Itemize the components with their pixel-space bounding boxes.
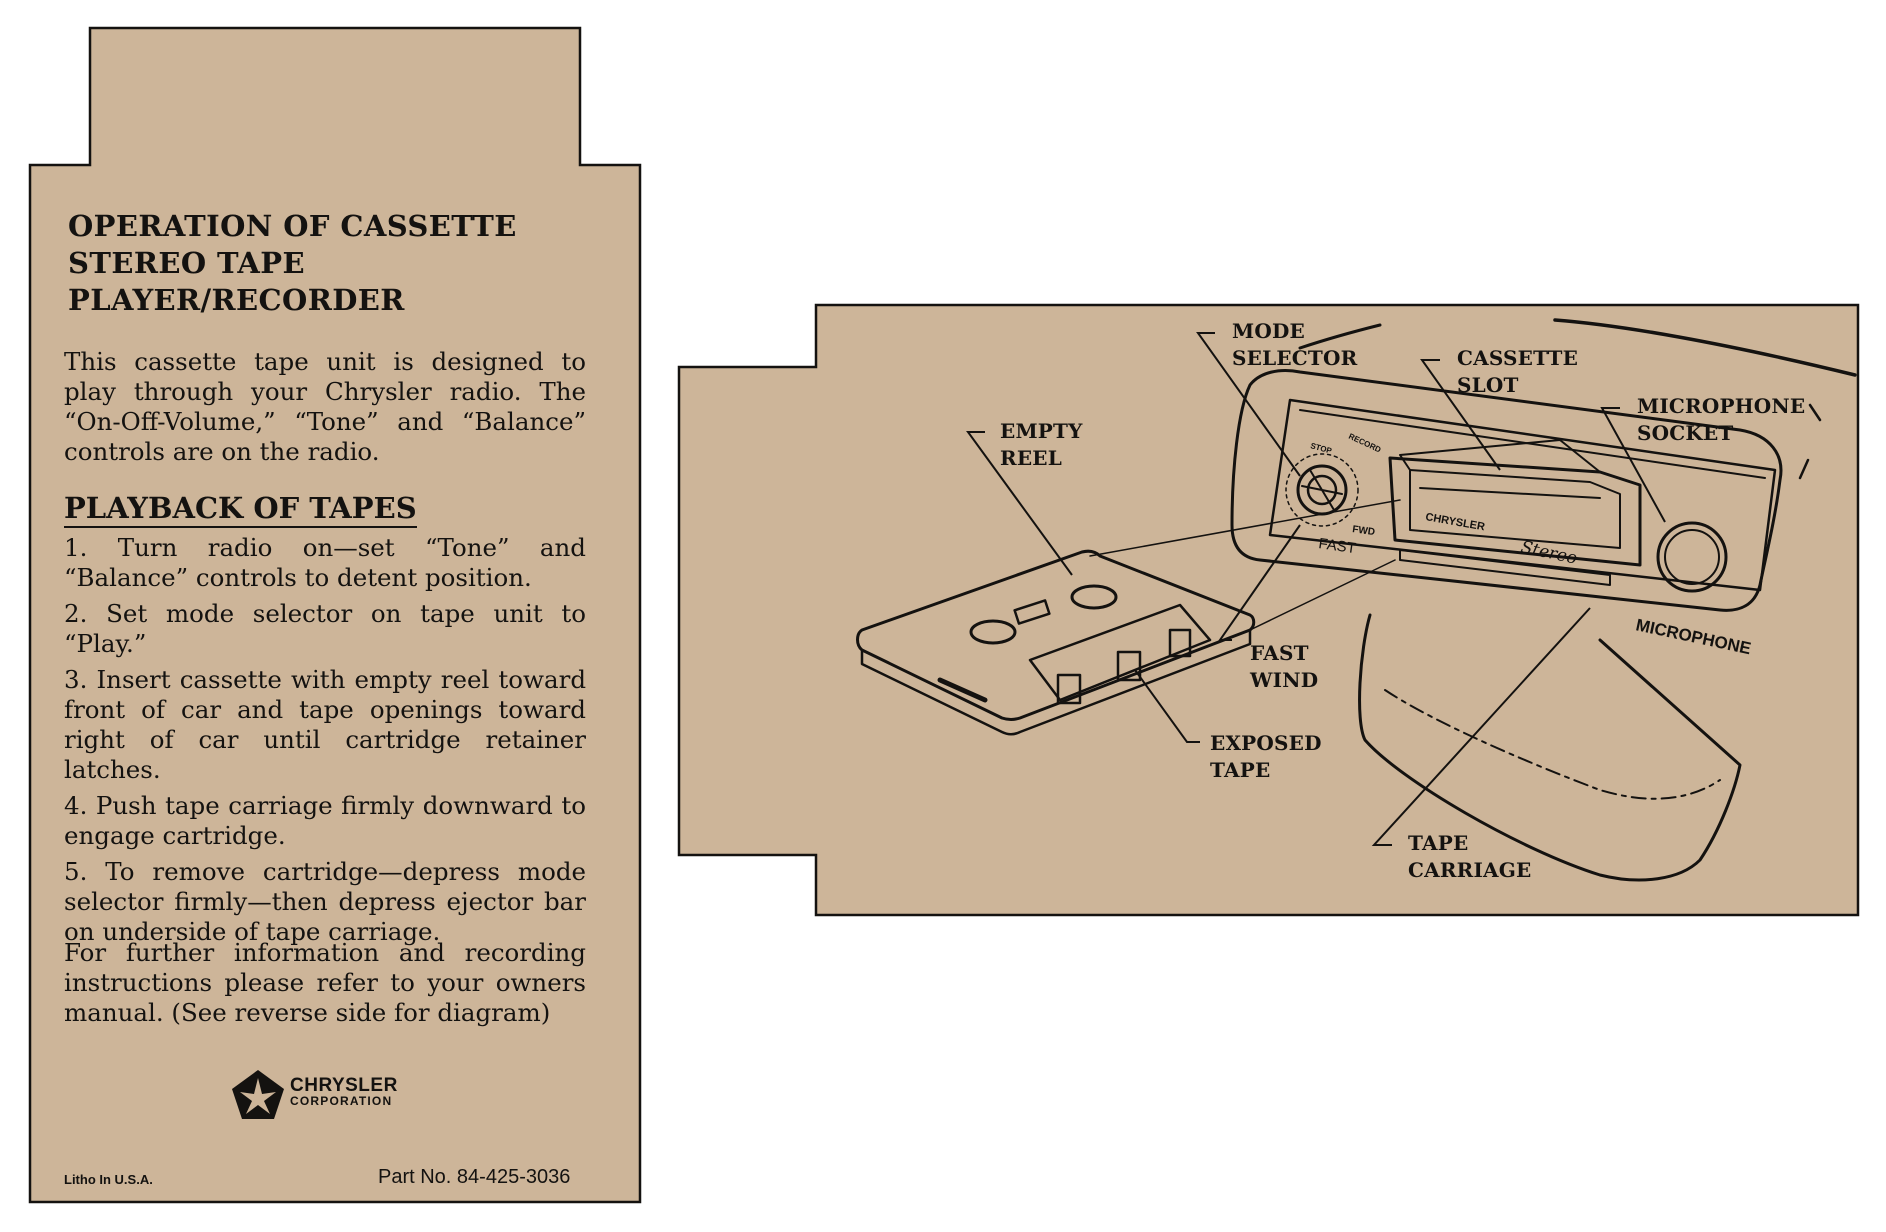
steps-list: 1. Turn radio on—set “Tone” and “Balance… [64,533,586,953]
device-fwd-text: FWD [1352,524,1376,538]
label-empty-reel: EMPTY REEL [1000,419,1083,470]
title-line-2: STEREO TAPE PLAYER/RECORDER [68,246,405,317]
label-fast-wind: FAST WIND [1250,641,1319,692]
right-card-shape [677,303,1860,917]
intro-paragraph: This cassette tape unit is designed to p… [64,347,586,466]
label-tape-carriage: TAPE CARRIAGE [1408,831,1532,882]
part-number: Part No. 84-425-3036 [378,1166,571,1188]
instruction-title: OPERATION OF CASSETTE STEREO TAPE PLAYER… [68,208,608,319]
cassette-unit-illustration [856,318,1857,882]
leader-lines [966,332,1666,846]
litho-note: Litho In U.S.A. [64,1172,153,1187]
label-microphone-socket: MICROPHONE SOCKET [1637,394,1806,445]
logo-name: CHRYSLER [290,1075,398,1096]
label-exposed-tape: EXPOSED TAPE [1210,731,1322,782]
pentastar-icon [232,1070,284,1119]
step-2: 2. Set mode selector on tape unit to “Pl… [64,599,586,658]
step-3: 3. Insert cassette with empty reel towar… [64,665,586,784]
label-mode-selector: MODE SELECTOR [1232,319,1358,370]
section-heading: PLAYBACK OF TAPES [64,490,417,528]
title-line-1: OPERATION OF CASSETTE [68,209,517,243]
logo-sub: CORPORATION [290,1094,393,1108]
left-card-shape [28,26,642,1204]
further-info-paragraph: For further information and recording in… [64,938,586,1027]
step-1: 1. Turn radio on—set “Tone” and “Balance… [64,533,586,592]
chrysler-logo-text: CHRYSLER CORPORATION [290,1075,398,1108]
label-cassette-slot: CASSETTE SLOT [1457,346,1579,397]
device-fast-text: FAST [1317,535,1357,557]
step-5: 5. To remove cartridge—depress mode sele… [64,857,586,946]
step-4: 4. Push tape carriage firmly downward to… [64,791,586,850]
